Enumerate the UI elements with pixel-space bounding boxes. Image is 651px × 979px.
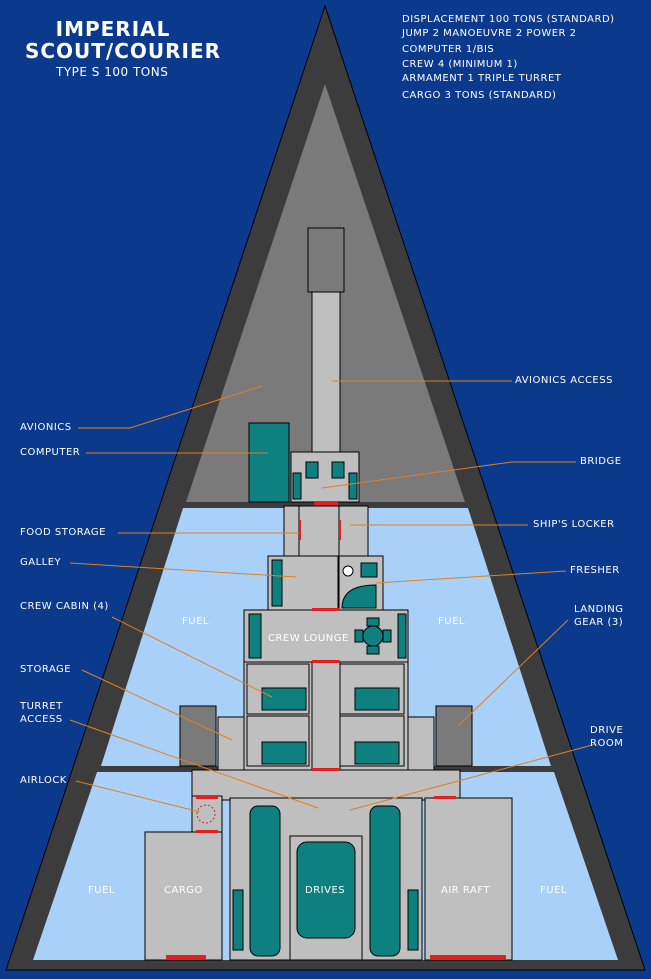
callout-airlock: AIRLOCK: [20, 775, 67, 786]
door-lounge: [312, 608, 340, 611]
callout-landing-1: LANDING: [574, 604, 624, 615]
drive-cylinder-l: [249, 805, 281, 957]
cargo-hold: [144, 831, 223, 961]
leader-avionics: [78, 385, 263, 429]
bridge-door: [314, 502, 338, 506]
avionics-access-shaft: [311, 291, 341, 453]
callout-bridge: BRIDGE: [580, 456, 622, 467]
callout-ships-locker: SHIP'S LOCKER: [533, 519, 615, 530]
landing-gear-left: [179, 705, 217, 767]
drive-panel-r: [407, 889, 419, 951]
air-raft-bay: [424, 797, 513, 961]
lounge-chair-e: [382, 629, 392, 643]
drive-cylinder-r: [369, 805, 401, 957]
lounge-chair-s: [366, 645, 380, 655]
bunk-4: [354, 741, 400, 765]
callout-drive-1: DRIVE: [590, 725, 624, 736]
room-labels: FUEL FUEL CREW LOUNGE FUEL CARGO DRIVES …: [88, 616, 567, 896]
leader-bridge: [321, 461, 576, 489]
leader-airlock: [75, 780, 201, 813]
spec-armament: ARMAMENT 1 TRIPLE TURRET: [402, 73, 562, 84]
door-lower: [312, 768, 340, 771]
lower-corridor: [191, 769, 461, 801]
lounge-table: [362, 625, 384, 647]
callout-turret-2: ACCESS: [20, 714, 63, 725]
spec-performance: JUMP 2 MANOEUVRE 2 POWER 2: [402, 28, 577, 39]
bridge-room: [290, 451, 360, 503]
callout-computer: COMPUTER: [20, 447, 81, 458]
storage-right: [407, 716, 435, 771]
fresher-sink: [342, 565, 354, 577]
leader-turret: [69, 719, 319, 809]
label-fuel-lu: FUEL: [182, 616, 209, 627]
bridge-seat-1: [305, 461, 319, 479]
door-locker: [339, 520, 341, 540]
leader-landing: [457, 619, 569, 727]
callout-storage: STORAGE: [20, 664, 72, 675]
callout-galley: GALLEY: [20, 557, 62, 568]
title-line1: IMPERIAL: [55, 17, 171, 41]
callout-landing-2: GEAR (3): [574, 617, 624, 628]
fuel-zone-lower-right: [512, 772, 618, 960]
bunk-1: [261, 687, 307, 711]
door-food: [299, 520, 301, 540]
callout-food-storage: FOOD STORAGE: [20, 527, 106, 538]
spec-cargo: CARGO 3 TONS (STANDARD): [402, 90, 557, 101]
label-drives: DRIVES: [305, 885, 345, 896]
door-airlock-2: [196, 830, 218, 833]
door-airlock: [196, 796, 218, 799]
sensor-block: [307, 227, 345, 293]
computer-block: [248, 422, 290, 503]
door-cargo: [166, 955, 206, 960]
callout-fresher: FRESHER: [570, 565, 620, 576]
leader-cabin: [111, 616, 273, 698]
door-airraft: [434, 796, 456, 799]
title-line2: SCOUT/COURIER: [24, 39, 222, 63]
callout-avionics-access: AVIONICS ACCESS: [515, 375, 613, 386]
spec-crew: CREW 4 (MINIMUM 1): [402, 59, 518, 70]
galley-counter: [271, 559, 283, 607]
leader-lines: [69, 380, 597, 813]
label-fuel-rl: FUEL: [540, 885, 567, 896]
label-air-raft: AIR RAFT: [441, 885, 490, 896]
lounge-bench-r: [397, 613, 407, 659]
lounge-chair-n: [366, 617, 380, 627]
lounge-bench: [248, 613, 262, 659]
leader-drive: [349, 743, 597, 811]
storage-left: [217, 716, 245, 771]
label-cargo: CARGO: [164, 885, 203, 896]
spec-computer: COMPUTER 1/BIS: [402, 44, 495, 55]
bunk-3: [354, 687, 400, 711]
lounge-chair-w: [354, 629, 364, 643]
title-subtitle: TYPE S 100 TONS: [56, 65, 169, 79]
bridge-console-r: [348, 472, 358, 500]
drive-panel-l: [232, 889, 244, 951]
leader-galley: [69, 562, 297, 578]
leader-fresher: [375, 570, 567, 584]
door-cabins: [312, 660, 340, 663]
label-fuel-ll: FUEL: [88, 885, 115, 896]
fresher-shower: [341, 584, 377, 609]
airlock-ring: [196, 804, 216, 824]
callout-drive-2: ROOM: [590, 738, 624, 749]
callout-avionics: AVIONICS: [20, 422, 72, 433]
label-fuel-ru: FUEL: [438, 616, 465, 627]
leader-storage: [81, 669, 233, 741]
callout-crew-cabin: CREW CABIN (4): [20, 601, 109, 612]
door-airraft-ext: [430, 955, 506, 960]
label-crew-lounge: CREW LOUNGE: [268, 633, 349, 644]
landing-gear-right: [435, 705, 473, 767]
fresher-toilet: [360, 562, 378, 578]
spec-displacement: DISPLACEMENT 100 TONS (STANDARD): [402, 14, 615, 25]
bunk-2: [261, 741, 307, 765]
bridge-seat-2: [331, 461, 345, 479]
cabin-corridor: [311, 661, 341, 771]
callout-turret-1: TURRET: [20, 701, 63, 712]
bridge-console-l: [292, 472, 302, 500]
drives-unit: [296, 841, 356, 939]
